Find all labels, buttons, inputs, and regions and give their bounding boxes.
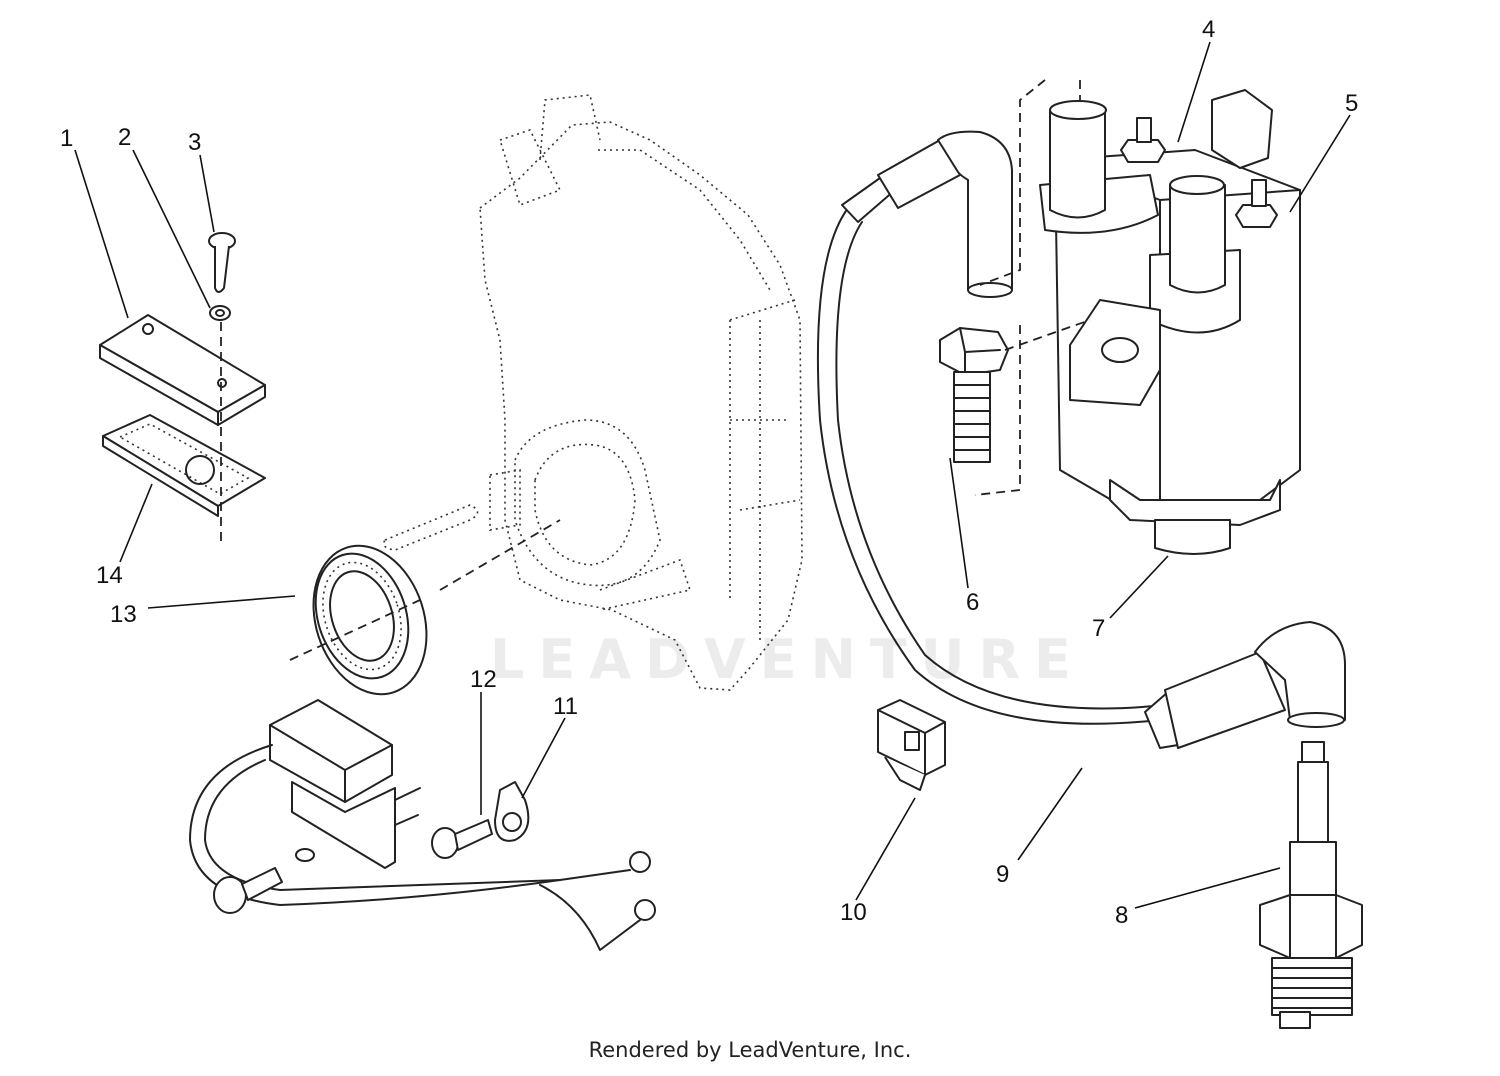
callout-12: 12 bbox=[470, 666, 497, 693]
callout-1: 1 bbox=[60, 125, 73, 152]
part-3-bolt bbox=[208, 232, 236, 293]
leader-lines bbox=[74, 41, 1351, 909]
callout-3: 3 bbox=[188, 129, 201, 156]
watermark-text: LEADVENTURE bbox=[490, 628, 1085, 691]
part-8-spark-plug bbox=[1259, 741, 1363, 1029]
lower-boot bbox=[1144, 621, 1346, 749]
part-1-plate bbox=[99, 314, 266, 426]
ignition-module bbox=[189, 699, 656, 951]
callout-2: 2 bbox=[118, 124, 131, 151]
part-13-seal bbox=[312, 544, 428, 696]
callout-5: 5 bbox=[1345, 90, 1358, 117]
callout-11: 11 bbox=[553, 693, 578, 720]
callout-13: 13 bbox=[110, 601, 137, 628]
render-credit: Rendered by LeadVenture, Inc. bbox=[588, 1038, 912, 1062]
part-14-gasket bbox=[102, 414, 266, 517]
callout-8: 8 bbox=[1115, 902, 1128, 929]
callout-9: 9 bbox=[996, 861, 1009, 888]
part-2-washer bbox=[209, 305, 231, 321]
module-mounting-bolt bbox=[213, 848, 315, 914]
part-5-ignition-coil bbox=[1039, 89, 1301, 555]
part-11-clamp bbox=[494, 781, 530, 842]
callout-7: 7 bbox=[1092, 615, 1105, 642]
callout-numbers: 1 2 3 4 5 6 7 8 9 10 11 12 13 14 bbox=[60, 16, 1358, 929]
flywheel-housing bbox=[382, 94, 803, 691]
callout-4: 4 bbox=[1202, 16, 1215, 43]
callout-6: 6 bbox=[966, 589, 979, 616]
part-12-screw bbox=[431, 819, 493, 859]
part-6-coil-bolt bbox=[939, 327, 1009, 463]
upper-boot bbox=[841, 130, 1013, 298]
callout-14: 14 bbox=[96, 562, 123, 589]
part-9-ht-lead bbox=[816, 207, 1166, 725]
part-10-connector bbox=[877, 699, 946, 791]
callout-10: 10 bbox=[840, 899, 867, 926]
